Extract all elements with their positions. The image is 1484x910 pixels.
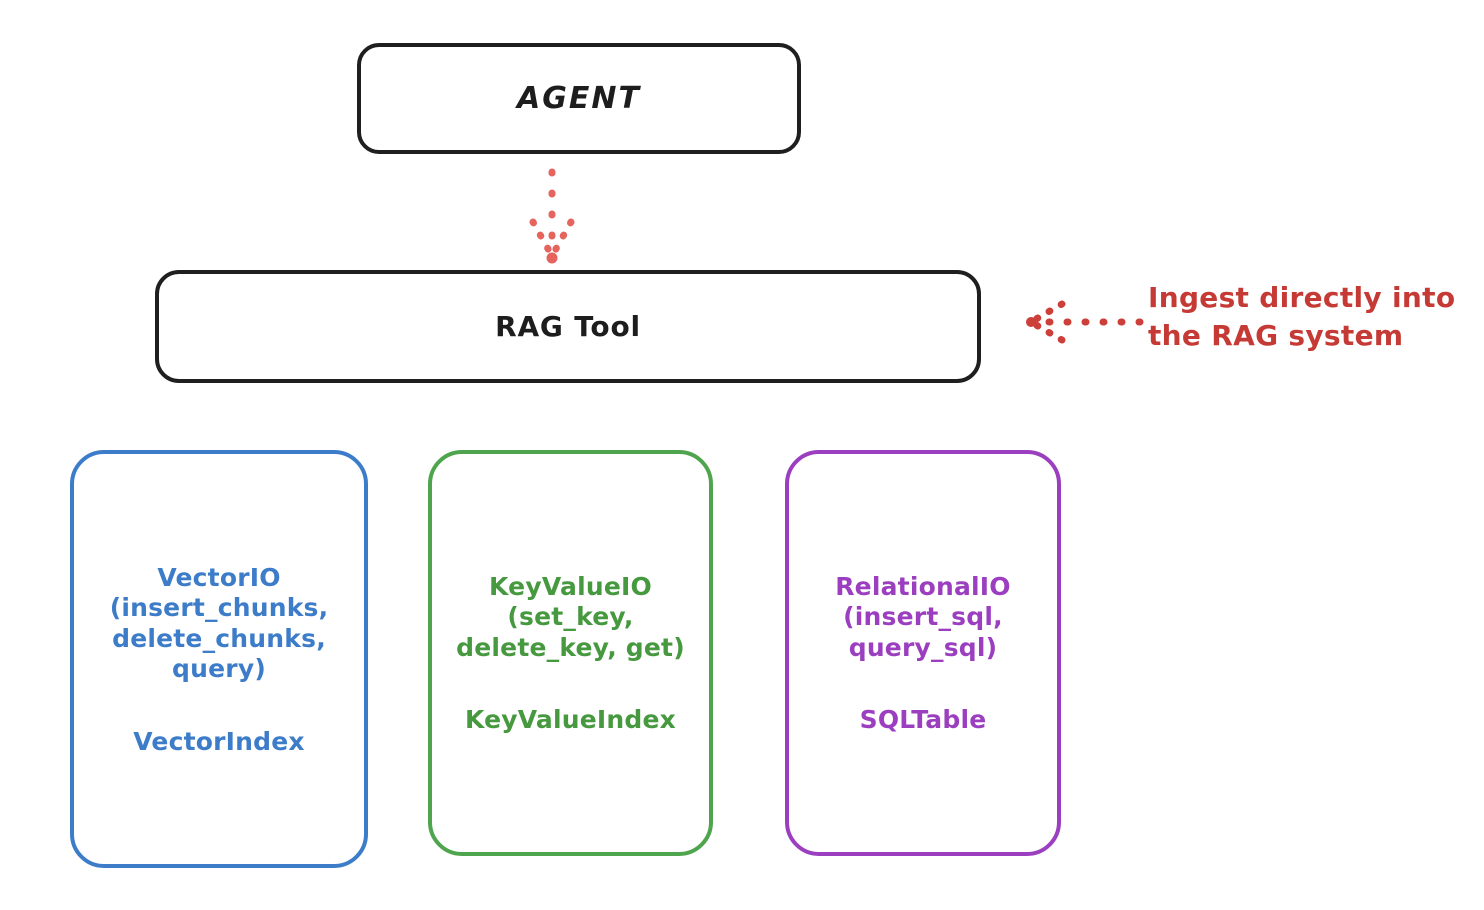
agent-to-ragtool-arrow: [529, 168, 575, 264]
rag-tool-node[interactable]: RAG Tool: [155, 270, 981, 383]
relational-io-title: RelationalIO (insert_sql, query_sql): [835, 571, 1011, 662]
ingest-annotation-text: Ingest directly into the RAG system: [1148, 281, 1456, 352]
sql-table-label: SQLTable: [859, 705, 987, 735]
key-value-io-title: KeyValueIO (set_key, delete_key, get): [456, 571, 685, 662]
key-value-io-node[interactable]: KeyValueIO (set_key, delete_key, get) Ke…: [428, 450, 713, 856]
ingest-arrow: [1026, 300, 1144, 344]
vector-io-title: VectorIO (insert_chunks, delete_chunks, …: [109, 562, 329, 684]
relational-io-node[interactable]: RelationalIO (insert_sql, query_sql) SQL…: [785, 450, 1061, 856]
rag-tool-label: RAG Tool: [495, 309, 641, 343]
vector-io-node[interactable]: VectorIO (insert_chunks, delete_chunks, …: [70, 450, 368, 868]
agent-label: AGENT: [517, 80, 641, 116]
agent-node[interactable]: AGENT: [357, 43, 801, 154]
vector-index-label: VectorIndex: [133, 726, 305, 756]
key-value-index-label: KeyValueIndex: [464, 705, 677, 735]
